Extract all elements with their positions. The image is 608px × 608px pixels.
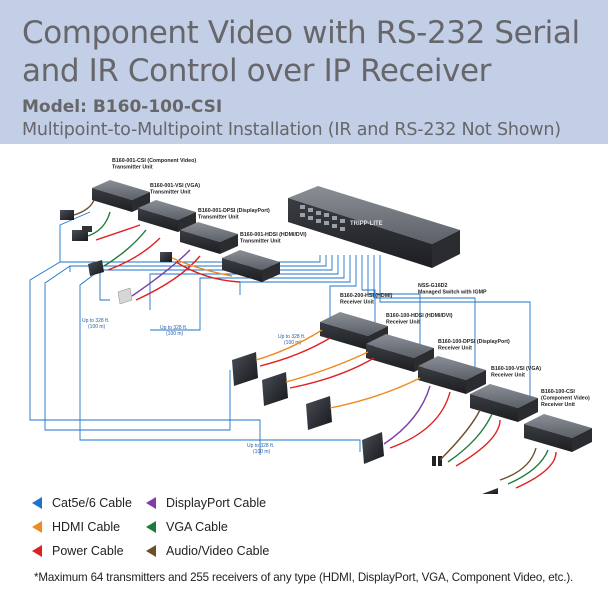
legend-item-vga: VGA Cable	[144, 520, 228, 534]
legend-item-av: Audio/Video Cable	[144, 544, 269, 558]
distance-label-1: Up to 328 ft.(100 m)	[82, 318, 109, 330]
rx-hdsi-label: B160-100-HDSI (HDMI/DVI) Receiver Unit	[386, 313, 454, 326]
switch-brand-logo: TRIPP-LITE	[350, 221, 383, 227]
rx-hsi-label: B160-200-HSI (HDMI) Receiver Unit	[340, 293, 394, 306]
transmitter-hdsi	[222, 250, 280, 282]
receiver-cables	[255, 329, 557, 489]
source-devices	[60, 210, 172, 305]
receiver-dpsi	[418, 356, 486, 394]
source-cables	[73, 199, 241, 301]
legend-label-power: Power Cable	[52, 544, 124, 558]
switch-label: NSS-G16D2 Managed Switch with IGMP	[418, 283, 487, 296]
legend-label-av: Audio/Video Cable	[166, 544, 270, 558]
footnote: *Maximum 64 transmitters and 255 receive…	[34, 571, 574, 584]
legend-label-cat5: Cat5e/6 Cable	[52, 496, 132, 510]
legend-label-displayport: DisplayPort Cable	[166, 496, 267, 510]
installation-diagram: TRIPP-LITE NSS-G16D2 Managed Switch with…	[29, 158, 592, 494]
display-monitors	[232, 352, 498, 494]
rx-csi-label: B160-100-CSI (Component Video) Receiver …	[541, 389, 591, 408]
distance-label-3: Up to 328 ft.(100 m)	[278, 334, 305, 346]
av-cable-icon	[146, 545, 156, 557]
installation-subtitle: Multipoint-to-Multipoint Installation (I…	[22, 120, 561, 140]
receiver-vsi	[470, 384, 538, 422]
power-cable-icon	[32, 545, 42, 557]
cat5-cable-runs	[29, 211, 531, 455]
vga-cable-icon	[146, 521, 156, 533]
transmitter-csi	[92, 180, 150, 212]
receiver-csi	[524, 414, 592, 452]
model-number: Model: B160-100-CSI	[22, 97, 223, 117]
legend-item-cat5: Cat5e/6 Cable	[30, 496, 132, 510]
page-title: Component Video with RS-232 Serial and I…	[22, 14, 580, 90]
legend-item-displayport: DisplayPort Cable	[144, 496, 266, 510]
hdmi-cable-icon	[32, 521, 42, 533]
rx-vsi-label: B160-100-VSI (VGA) Receiver Unit	[491, 366, 543, 379]
header-banner: Component Video with RS-232 Serial and I…	[0, 0, 608, 144]
displayport-cable-icon	[146, 497, 156, 509]
transmitter-vsi	[138, 200, 196, 232]
distance-label-4: Up to 328 ft.(100 m)	[247, 443, 274, 455]
distance-label-2: Up to 328 ft.(100 m)	[160, 325, 187, 337]
tx-csi-label: B160-001-CSI (Component Video) Transmitt…	[112, 158, 198, 171]
managed-switch: TRIPP-LITE	[288, 186, 460, 268]
transmitter-dpsi	[180, 222, 238, 254]
cat5-cable-icon	[32, 497, 42, 509]
title-line-1: Component Video with RS-232 Serial	[22, 15, 580, 51]
tx-dpsi-label: B160-001-DPSI (DisplayPort) Transmitter …	[198, 208, 271, 221]
legend-item-power: Power Cable	[30, 544, 124, 558]
title-line-2: and IR Control over IP Receiver	[22, 53, 492, 89]
legend-item-hdmi: HDMI Cable	[30, 520, 120, 534]
tx-vsi-label: B160-001-VSI (VGA) Transmitter Unit	[150, 183, 202, 196]
legend-label-hdmi: HDMI Cable	[52, 520, 121, 534]
legend-label-vga: VGA Cable	[166, 520, 228, 534]
tx-hdsi-label: B160-001-HDSI (HDMI/DVI) Transmitter Uni…	[240, 232, 308, 245]
rx-dpsi-label: B160-100-DPSI (DisplayPort) Receiver Uni…	[438, 339, 511, 352]
